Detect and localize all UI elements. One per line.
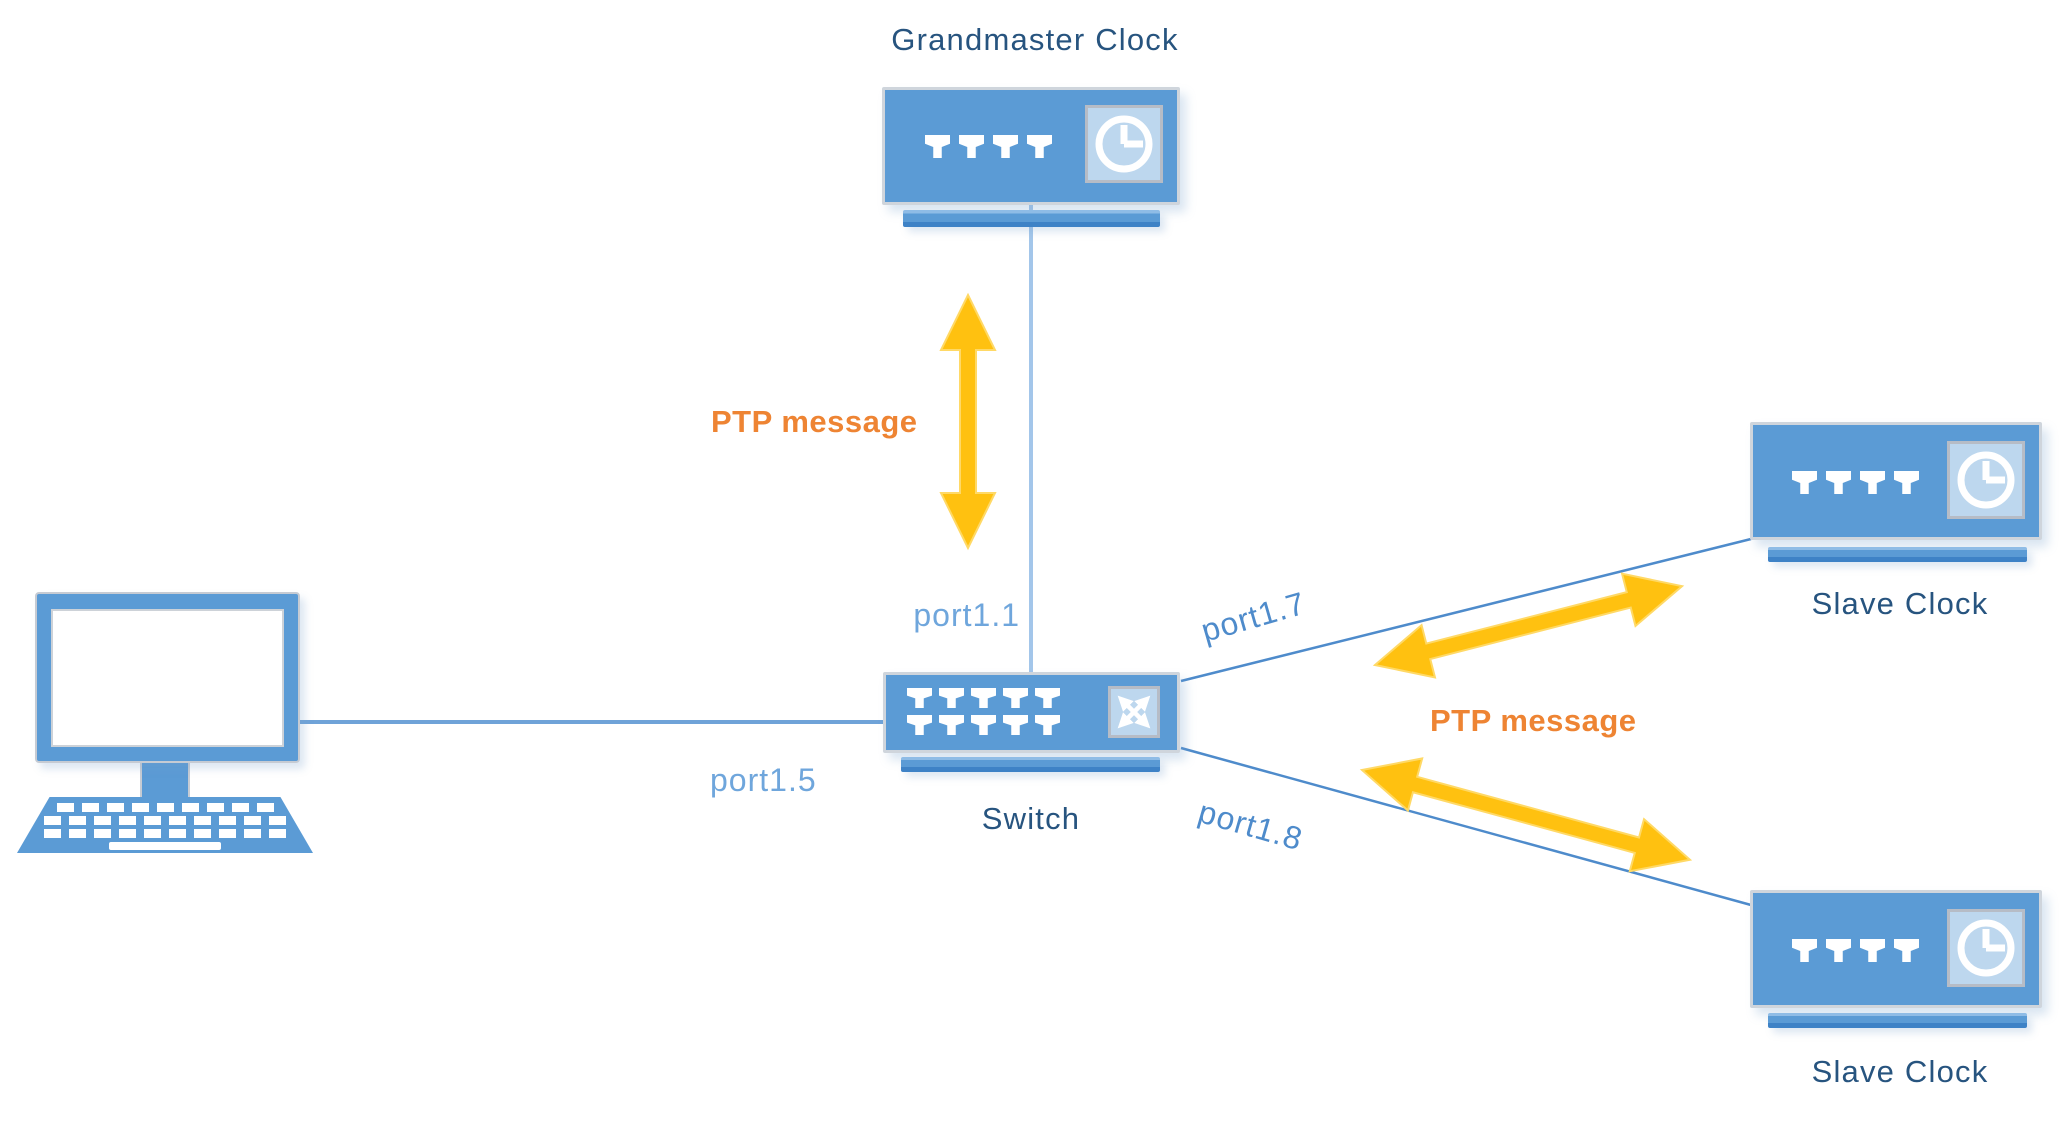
- clock-icon: [1947, 441, 2025, 519]
- keyboard-spacebar: [109, 842, 221, 850]
- double-arrow-icon: [1359, 757, 1693, 873]
- switch-device: [883, 672, 1180, 753]
- grandmaster-clock-device: [882, 87, 1180, 205]
- keyboard-icon: [17, 797, 313, 853]
- monitor-stand: [140, 763, 190, 799]
- switch-label: Switch: [981, 801, 1081, 836]
- clock-icon: [1947, 909, 2025, 987]
- device-base: [1768, 547, 2027, 562]
- slave-clock-bottom-device: [1750, 890, 2042, 1008]
- port-row: [1792, 939, 1919, 962]
- keyboard-keys-row: [56, 803, 274, 812]
- crossover-arrows-icon: [1108, 686, 1160, 738]
- ptp-message-right-label: PTP message: [1430, 703, 1637, 738]
- monitor-screen: [51, 609, 284, 747]
- monitor-icon: [35, 592, 300, 763]
- clock-icon: [1085, 105, 1163, 183]
- ptp-message-top-label: PTP message: [711, 404, 918, 439]
- port-row: [1792, 471, 1919, 494]
- device-base: [903, 210, 1160, 227]
- link-switch-slave-top: [1180, 537, 1752, 683]
- device-base: [901, 757, 1160, 772]
- device-base: [1768, 1013, 2027, 1028]
- slave-clock-top-label: Slave Clock: [1811, 586, 1989, 621]
- grandmaster-clock-label: Grandmaster Clock: [891, 22, 1179, 57]
- slave-clock-top-device: [1750, 422, 2042, 540]
- double-arrow-icon: [1372, 572, 1685, 679]
- port-label-1-1: port1.1: [913, 597, 1020, 633]
- slave-clock-bottom-label: Slave Clock: [1811, 1054, 1989, 1089]
- port-row: [907, 688, 1060, 708]
- keyboard-keys-row: [44, 829, 286, 838]
- keyboard-keys-row: [44, 816, 286, 825]
- port-label-1-5: port1.5: [710, 762, 817, 798]
- double-arrow-icon: [939, 292, 997, 551]
- link-switch-slave-bottom: [1180, 746, 1752, 907]
- port-row: [907, 715, 1060, 735]
- port-row: [925, 135, 1052, 158]
